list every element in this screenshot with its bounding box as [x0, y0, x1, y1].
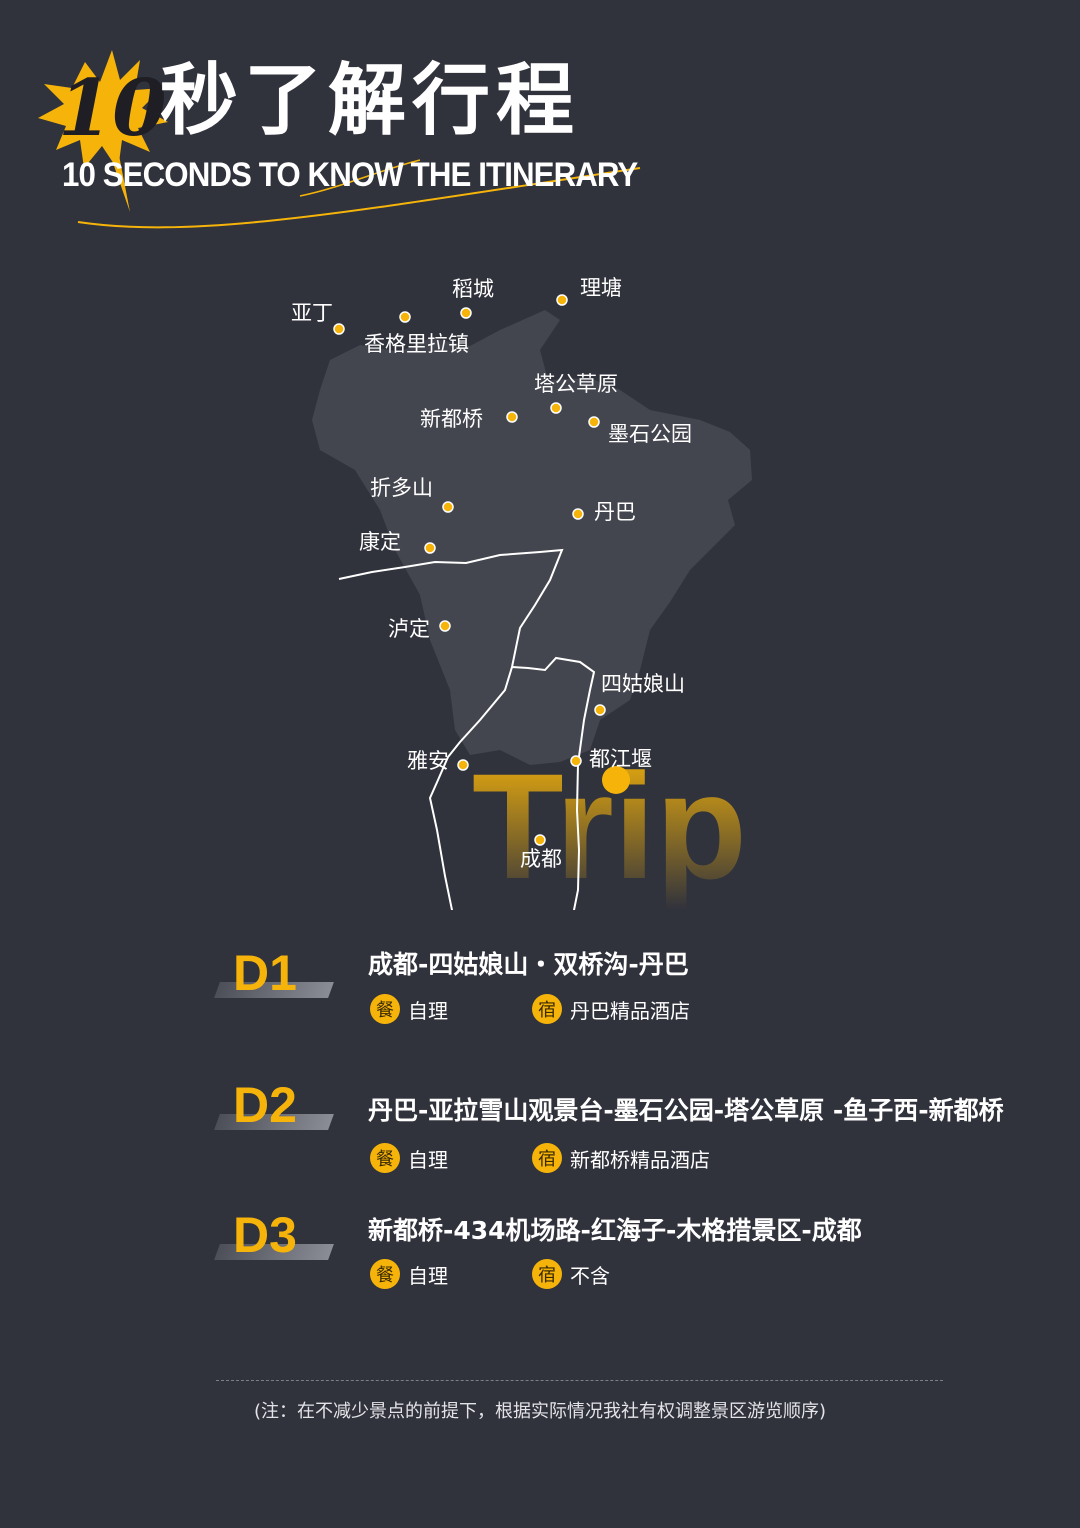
meal-icon: 餐 — [370, 994, 400, 1024]
place-label: 泸定 — [388, 617, 430, 641]
trip-dot — [602, 766, 630, 794]
stay-text: 新都桥精品酒店 — [570, 1147, 710, 1172]
meal-info: 餐 自理 — [370, 994, 448, 1024]
day-label: D1 — [233, 945, 297, 1001]
stay-info: 宿 新都桥精品酒店 — [532, 1143, 710, 1173]
place-label: 雅安 — [407, 749, 449, 773]
day-route: 成都-四姑娘山・双桥沟-丹巴 — [368, 950, 689, 979]
meal-text: 自理 — [408, 1147, 448, 1172]
place-label: 新都桥 — [420, 407, 483, 431]
waypoint-dots — [333, 294, 606, 846]
place-label: 理塘 — [580, 276, 622, 300]
day-route: 新都桥-434机场路-红海子-木格措景区-成都 — [368, 1216, 862, 1245]
place-label: 都江堰 — [589, 747, 652, 771]
day-label: D3 — [233, 1207, 297, 1263]
place-label: 稻城 — [452, 277, 494, 301]
place-label: 亚丁 — [291, 301, 333, 325]
meal-text: 自理 — [408, 998, 448, 1023]
place-label: 成都 — [520, 847, 562, 871]
route-line — [338, 548, 596, 910]
place-label: 香格里拉镇 — [364, 332, 469, 356]
stay-icon: 宿 — [532, 1259, 562, 1289]
place-label: 四姑娘山 — [601, 672, 685, 696]
stay-icon: 宿 — [532, 994, 562, 1024]
header-decoration — [38, 50, 641, 229]
region-shape — [312, 310, 752, 765]
header: 10 秒了解行程 10 SECONDS TO KNOW THE ITINERAR… — [0, 0, 1080, 250]
stay-text: 丹巴精品酒店 — [570, 998, 690, 1023]
meal-icon: 餐 — [370, 1143, 400, 1173]
title-number: 10 — [58, 63, 167, 154]
meal-info: 餐 自理 — [370, 1259, 448, 1289]
place-label: 塔公草原 — [534, 372, 618, 396]
page-title: 秒了解行程 — [160, 56, 581, 146]
meal-info: 餐 自理 — [370, 1143, 448, 1173]
stay-info: 宿 不含 — [532, 1259, 610, 1289]
route-map: Trip 亚丁 香格里拉镇 稻城 理塘 塔公草原 新都桥 墨石公园 折多山 丹 — [0, 250, 1080, 910]
starburst-icon — [38, 50, 168, 170]
day-badge: D1 — [214, 945, 335, 1006]
meal-text: 自理 — [408, 1263, 448, 1288]
footnote: (注：在不减少景点的前提下，根据实际情况我社有权调整景区游览顺序) — [253, 1401, 827, 1422]
map-graphic: Trip — [312, 294, 752, 910]
place-label: 折多山 — [370, 476, 433, 500]
meal-icon: 餐 — [370, 1259, 400, 1289]
day-badge: D3 — [214, 1207, 335, 1268]
place-label: 康定 — [359, 530, 401, 554]
place-label: 墨石公园 — [608, 422, 692, 446]
day-badge: D2 — [214, 1077, 335, 1138]
divider — [216, 1380, 943, 1381]
day-route: 丹巴-亚拉雪山观景台-墨石公园-塔公草原 -鱼子西-新都桥 — [368, 1096, 1004, 1125]
place-label: 丹巴 — [594, 500, 636, 524]
day-label: D2 — [233, 1077, 297, 1133]
swoosh-line — [77, 167, 641, 229]
stay-info: 宿 丹巴精品酒店 — [532, 994, 690, 1024]
stay-text: 不含 — [570, 1263, 610, 1288]
stay-icon: 宿 — [532, 1143, 562, 1173]
page-subtitle: 10 SECONDS TO KNOW THE ITINERARY — [62, 156, 638, 194]
